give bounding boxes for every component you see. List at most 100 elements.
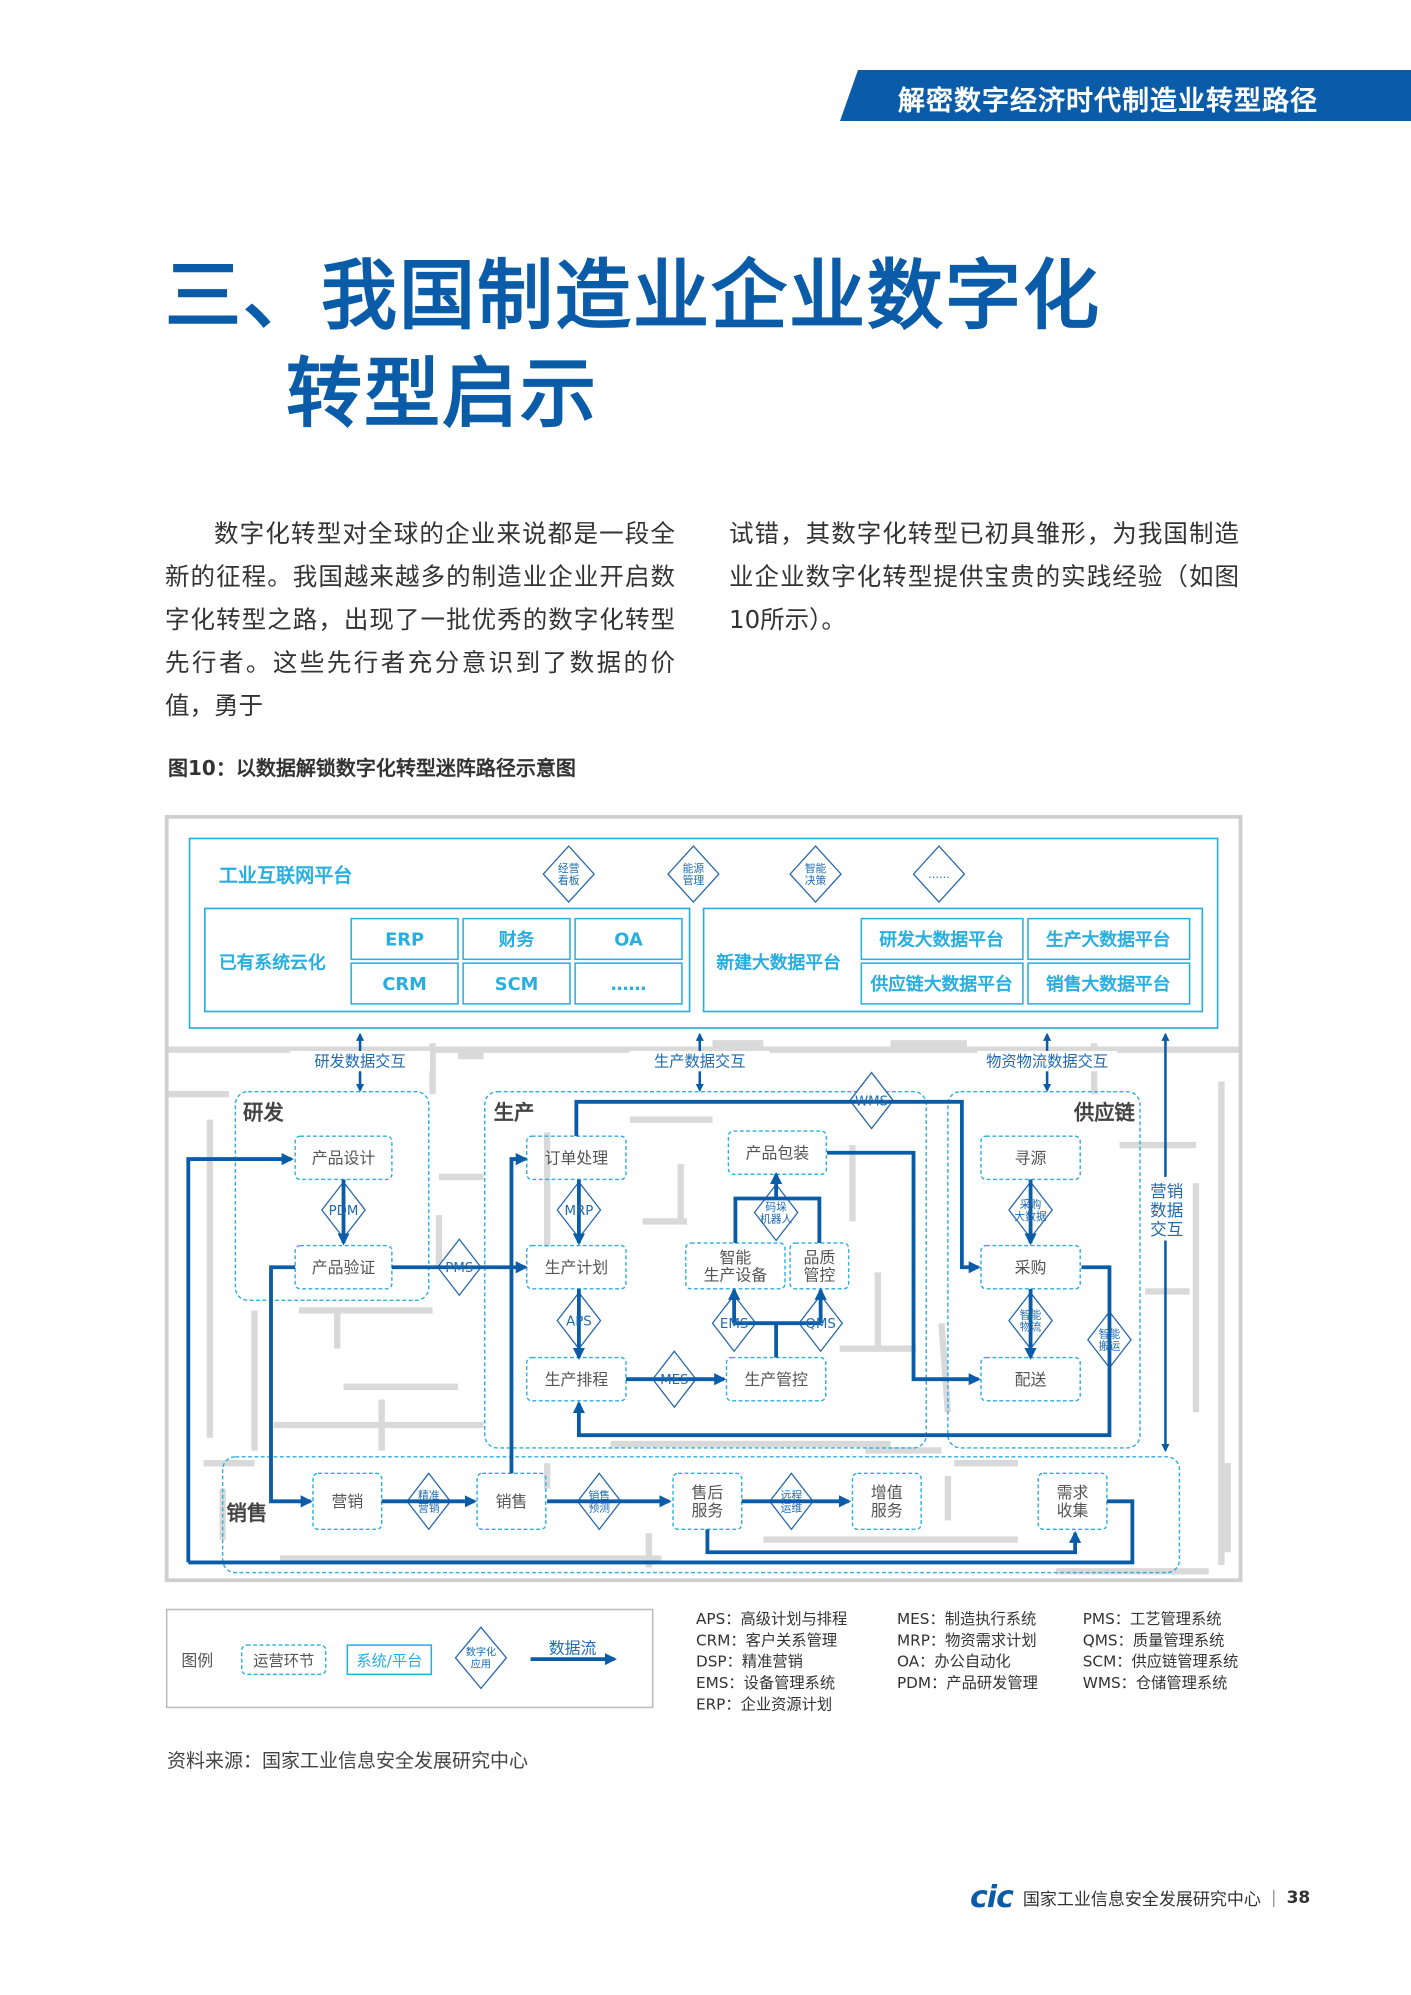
legacy-cell-label: SCM [495, 974, 539, 995]
platform-title: 工业互联网平台 [219, 864, 353, 887]
node-valueadd [851, 1472, 922, 1531]
label-line: MES：制造执行系统 [897, 1610, 1036, 1628]
bigdata-cell [1027, 962, 1191, 1005]
abbreviation: DSP：精准营销 [696, 1653, 803, 1671]
platform-app-0-label: 经营看板 [558, 861, 580, 887]
exchange-label-marketing: 营销数据交互 [1150, 1182, 1183, 1239]
label-line: 物流 [1020, 1320, 1042, 1334]
label-bg [1147, 1176, 1186, 1241]
legend-operation: 运营环节 [253, 1652, 314, 1670]
label-line: 寻源 [1015, 1149, 1047, 1168]
abbreviation: EMS：设备管理系统 [696, 1674, 835, 1692]
label-line: EMS：设备管理系统 [696, 1674, 835, 1692]
label-line: 搬运 [1099, 1339, 1121, 1353]
diagram-frame [164, 814, 1243, 1583]
node-label-quality: 品质管控 [803, 1248, 835, 1285]
bigdata-cell [860, 962, 1024, 1005]
node-label-sourcing: 寻源 [1015, 1149, 1047, 1168]
label-line: 生产大数据平台 [1046, 928, 1171, 950]
label-line: QMS：质量管理系统 [1083, 1631, 1225, 1649]
label-line: 管理 [683, 873, 705, 887]
data-flow-arrow [509, 1152, 528, 1474]
node-label-control: 生产管控 [744, 1370, 808, 1389]
label-line: 研发大数据平台 [879, 928, 1004, 950]
label-line: 管控 [803, 1266, 835, 1285]
zone-sales [221, 1456, 1181, 1574]
label-line: WMS：仓储管理系统 [1083, 1674, 1228, 1692]
label-line: 系统/平台 [356, 1652, 422, 1670]
label-line: 智能 [1099, 1327, 1121, 1341]
platform-app-2-label: 智能决策 [805, 861, 827, 887]
label-line: MES [660, 1373, 688, 1388]
body-paragraph-right: 试错，其数字化转型已初具雏形，为我国制造业企业数字化转型提供宝贵的实践经验（如图… [729, 519, 1239, 634]
source-note: 资料来源：国家工业信息安全发展研究中心 [167, 1750, 529, 1772]
label-line: 生产 [494, 1100, 535, 1124]
legacy-cell [350, 962, 459, 1005]
label-line: OA [614, 929, 643, 950]
label-line: CRM [382, 974, 426, 995]
label-line: 生产设备 [704, 1266, 768, 1285]
label-line: 精准 [418, 1489, 440, 1502]
data-flow-arrow [574, 1099, 981, 1274]
label-line: 生产管控 [744, 1370, 808, 1389]
system-aps-label: APS [566, 1314, 592, 1329]
section-title-line2: 转型启示 [286, 349, 598, 438]
legend-app-label: 数字化应用 [466, 1645, 496, 1670]
legacy-title: 已有系统云化 [219, 951, 326, 973]
label-line: OA：办公自动化 [897, 1653, 1011, 1671]
node-label-demand: 需求收集 [1057, 1483, 1089, 1520]
label-line: 已有系统云化 [219, 951, 326, 973]
label-line: 决策 [805, 873, 827, 887]
label-line: 运营环节 [253, 1652, 314, 1670]
data-flow-arrow [188, 1499, 1135, 1565]
label-line: ERP：企业资源计划 [696, 1695, 832, 1713]
zone-prod [484, 1090, 927, 1449]
platform-app-2-diamond [789, 845, 842, 904]
data-flow-arrow [186, 1152, 294, 1563]
data-flow-arrow [572, 1265, 1112, 1438]
label-line: PDM：产品研发管理 [897, 1674, 1038, 1692]
data-flow-arrow [827, 1150, 981, 1386]
legacy-cell [574, 917, 683, 961]
label-line: 采购 [1015, 1258, 1047, 1277]
legacy-cell-label: ERP [385, 929, 424, 950]
data-flow-arrow [733, 1196, 822, 1244]
label-line: 数字化 [466, 1645, 496, 1658]
label-bg [629, 1050, 770, 1072]
node-label-aftersales: 售后服务 [692, 1483, 724, 1520]
platform-app-3-diamond [912, 845, 966, 904]
node-label-packing: 产品包装 [746, 1143, 810, 1162]
label-line: 产品设计 [312, 1149, 376, 1168]
label-line: 预测 [588, 1501, 610, 1514]
platform-app-3-label: …… [928, 868, 950, 881]
bigdata-cell [1027, 917, 1191, 961]
label-line: 营销 [418, 1500, 440, 1514]
label-line: 营销 [1150, 1182, 1183, 1201]
system-pms-label: PMS [445, 1261, 473, 1276]
label-line: 经营 [558, 861, 580, 875]
system-dsp-label: 精准营销 [418, 1489, 440, 1514]
label-line: 生产数据交互 [654, 1053, 746, 1071]
system-remote-label: 远程运维 [781, 1489, 803, 1514]
zone-label-supply: 供应链 [1073, 1100, 1136, 1124]
label-line: PMS：工艺管理系统 [1083, 1610, 1222, 1628]
bigdata-cell-label: 供应链大数据平台 [869, 973, 1012, 995]
node-label-design: 产品设计 [312, 1149, 376, 1168]
system-qms-label: QMS [805, 1317, 835, 1332]
node-label-plan: 生产计划 [545, 1258, 609, 1277]
label-line: 增值 [871, 1483, 903, 1502]
label-line: 供应链 [1073, 1100, 1136, 1124]
label-line: 需求 [1057, 1483, 1089, 1502]
bigdata-cell-label: 研发大数据平台 [879, 928, 1004, 950]
legend-operation-box [241, 1644, 327, 1676]
label-line: 交互 [1150, 1220, 1183, 1239]
abbreviation: QMS：质量管理系统 [1083, 1631, 1225, 1649]
abbreviation: PMS：工艺管理系统 [1083, 1610, 1222, 1628]
label-line: 应用 [471, 1658, 491, 1671]
label-line: …… [611, 974, 647, 995]
platform-app-0-diamond [542, 845, 596, 904]
label-line: ERP [385, 929, 424, 950]
label-line: 研发 [243, 1100, 284, 1124]
legend-system-box [346, 1644, 433, 1676]
